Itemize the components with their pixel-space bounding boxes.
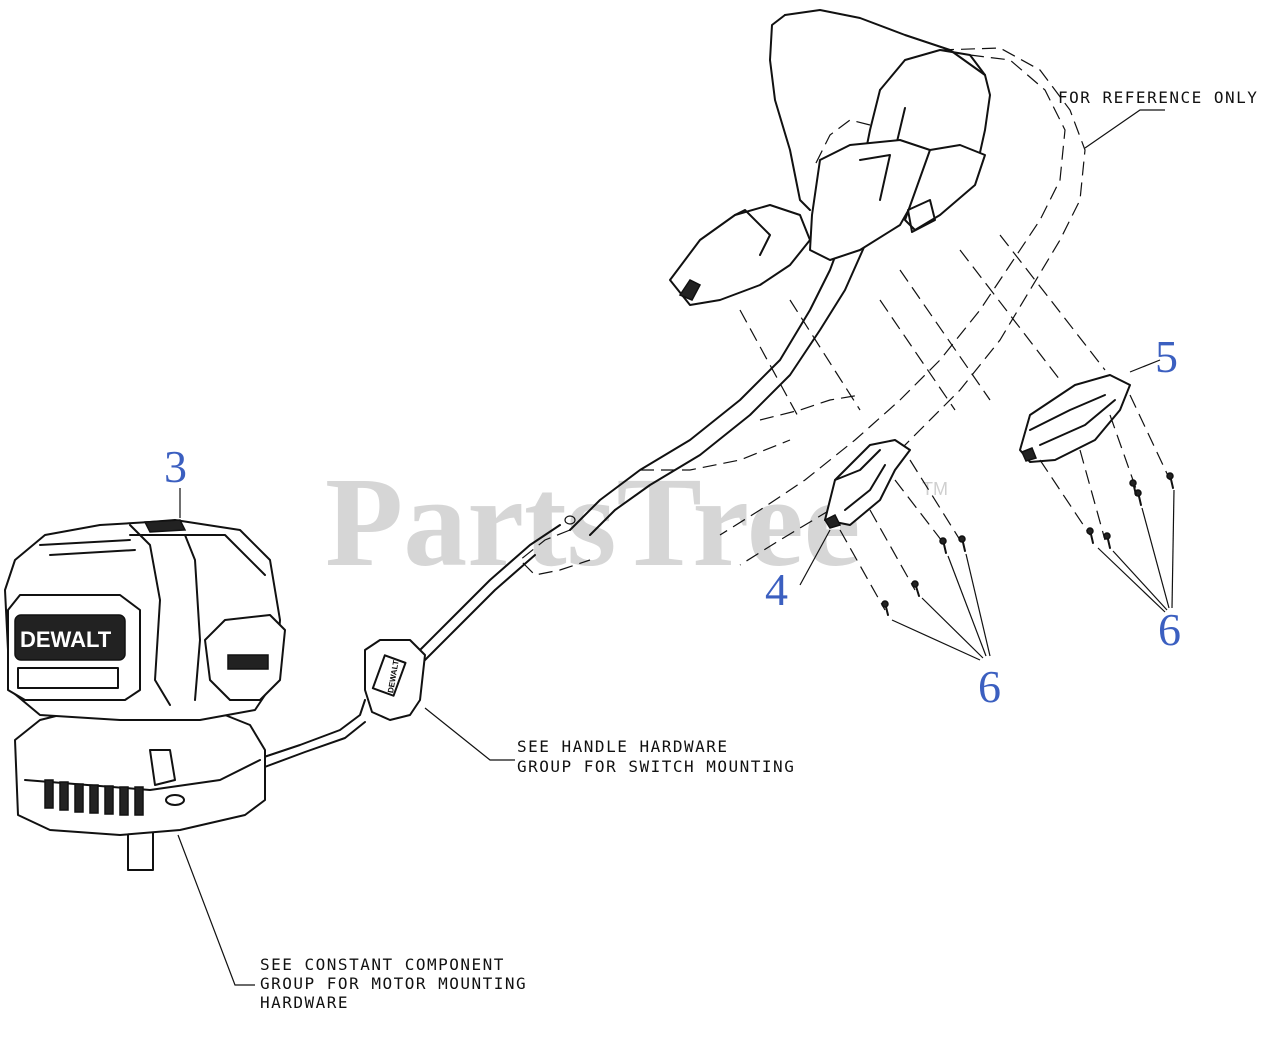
alignment-lines (739, 234, 1171, 611)
handle-assembly (519, 9, 1086, 576)
leaders-6 (179, 359, 1175, 661)
screws (881, 472, 1174, 616)
callout-3: 3 (164, 441, 187, 492)
note-handle-line2: GROUP FOR SWITCH MOUNTING (517, 757, 795, 776)
note-leaders (177, 109, 1165, 986)
motor-logo: DEWALT (20, 627, 112, 652)
note-motor-line2: GROUP FOR MOTOR MOUNTING (260, 974, 527, 993)
callout-5: 5 (1155, 331, 1178, 382)
note-motor-line3: HARDWARE (260, 993, 349, 1012)
note-motor-line1: SEE CONSTANT COMPONENT (260, 955, 505, 974)
watermark-tm: TM (922, 479, 948, 499)
note-handle-line1: SEE HANDLE HARDWARE (517, 737, 729, 756)
callout-6-left: 6 (978, 661, 1001, 712)
note-reference-only: FOR REFERENCE ONLY (1058, 88, 1258, 107)
cord-and-switch: DEWALT (227, 524, 561, 781)
bracket-5 (1019, 374, 1131, 463)
callout-4: 4 (765, 564, 788, 615)
watermark-text: PartsTree (325, 451, 860, 593)
callout-6-right: 6 (1158, 604, 1181, 655)
motor-assembly: DEWALT (4, 519, 286, 871)
bracket-4 (823, 439, 911, 529)
